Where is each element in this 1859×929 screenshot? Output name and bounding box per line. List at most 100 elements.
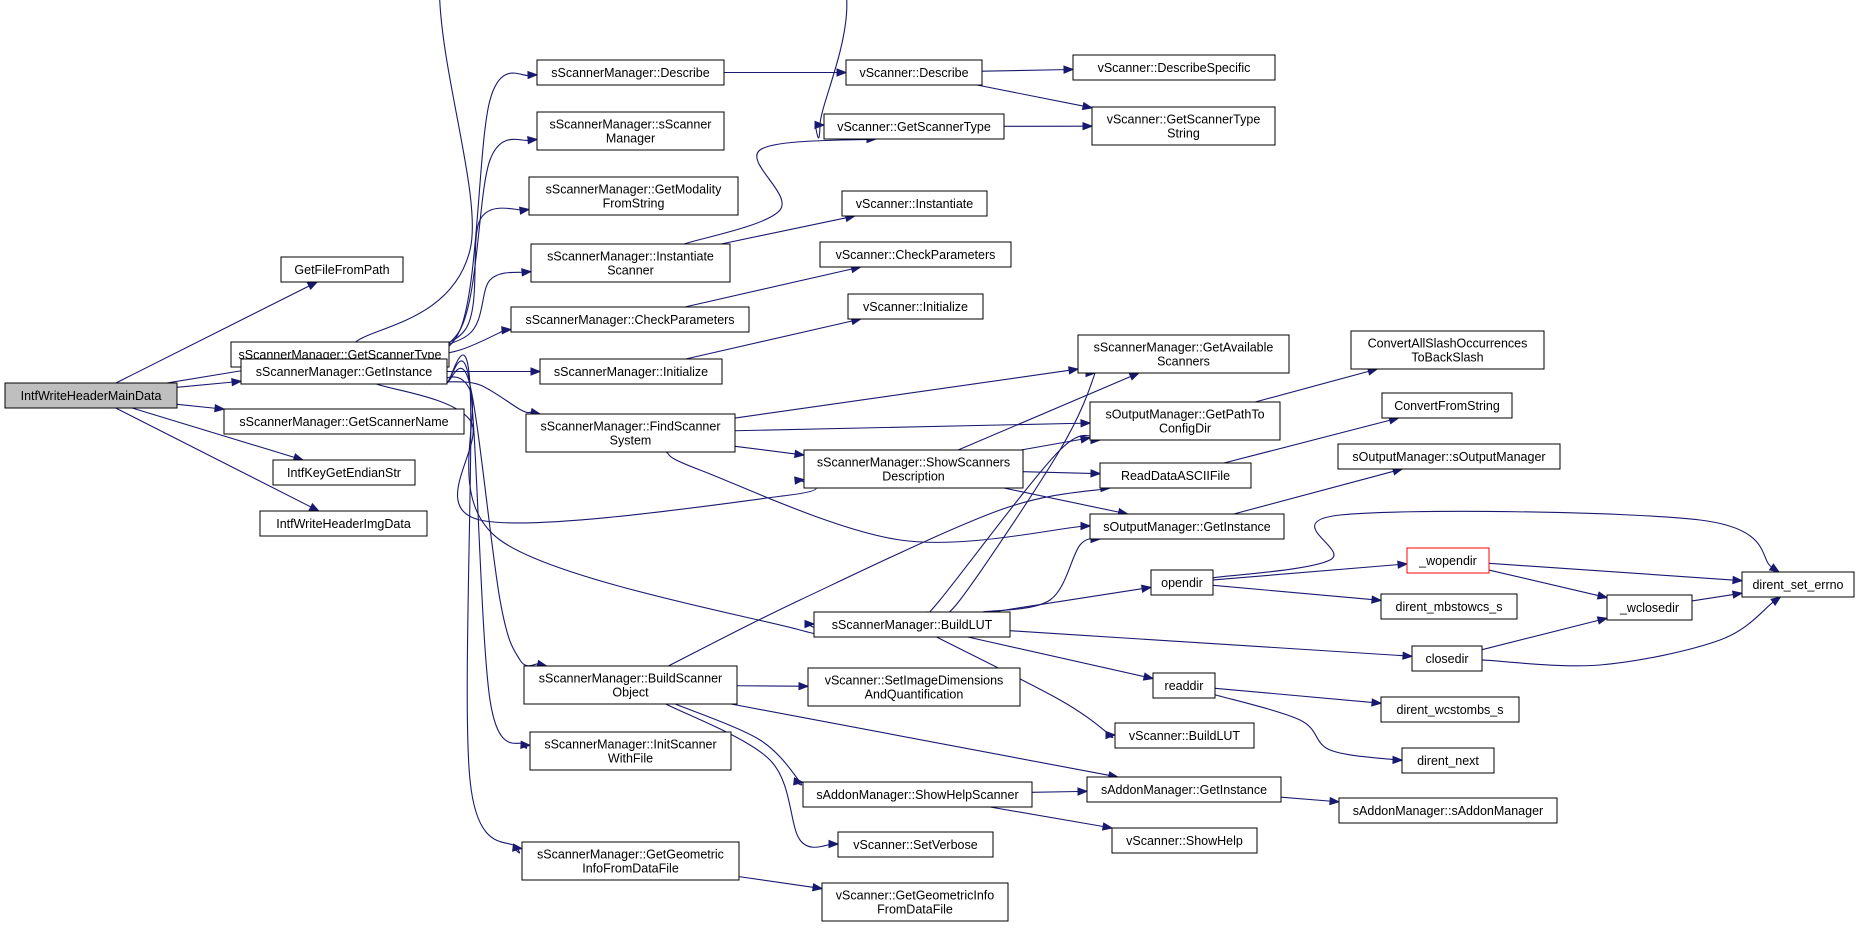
- node-om-soutputmanager[interactable]: sOutputManager::sOutputManager: [1337, 443, 1561, 470]
- node-sm-getscannername[interactable]: sScannerManager::GetScannerName: [223, 408, 465, 435]
- edge-sm_buildscannerobject-to-am_showhelpscanner: [675, 703, 805, 786]
- arrowhead-icon: [1371, 595, 1383, 604]
- edge-sm_findscannersystem-to-sm_getavailablescanners: [734, 366, 1080, 419]
- node-label: sScannerManager::FindScanner: [541, 420, 721, 434]
- node-am-saddonmanager[interactable]: sAddonManager::sAddonManager: [1338, 797, 1558, 824]
- arrowhead-icon: [1371, 698, 1383, 707]
- arrowhead-icon: [1080, 521, 1092, 531]
- node-intfkeygetendianstr[interactable]: IntfKeyGetEndianStr: [272, 459, 416, 486]
- edge-sm_showscannersdescription-to-om_getpathtoconfigdir: [1020, 435, 1092, 451]
- arrowhead-icon: [1067, 366, 1080, 375]
- node-sm-sscannermanager[interactable]: sScannerManager::sScannerManager: [536, 111, 725, 151]
- node-label: sScannerManager::sScanner: [550, 118, 712, 132]
- node-getfilefrompath[interactable]: GetFileFromPath: [280, 256, 404, 283]
- node-label: sAddonManager::sAddonManager: [1353, 804, 1543, 818]
- node-om-getinstance[interactable]: sOutputManager::GetInstance: [1089, 513, 1285, 540]
- arrowhead-icon: [1101, 822, 1114, 831]
- node-readdir[interactable]: readdir: [1152, 672, 1216, 699]
- node-label: InfoFromDataFile: [582, 862, 679, 876]
- node-label: vScanner::GetScannerType: [837, 120, 991, 134]
- edge-wopendir-to-wclosedir: [1488, 569, 1609, 600]
- node-intfwriteheaderimgdata[interactable]: IntfWriteHeaderImgData: [259, 510, 428, 537]
- arrowhead-icon: [527, 136, 539, 145]
- node-vs-checkparameters[interactable]: vScanner::CheckParameters: [819, 241, 1012, 268]
- arrowhead-icon: [520, 740, 532, 749]
- node-vs-showhelp[interactable]: vScanner::ShowHelp: [1111, 827, 1258, 854]
- node-label: IntfKeyGetEndianStr: [287, 466, 401, 480]
- arrowhead-icon: [793, 777, 805, 786]
- node-wopendir[interactable]: _wopendir: [1406, 547, 1490, 574]
- edge-vs_describe-to-vs_describespecific: [981, 65, 1075, 74]
- node-dirent-mbstowcs-s[interactable]: dirent_mbstowcs_s: [1380, 593, 1518, 620]
- node-convertfromstring[interactable]: ConvertFromString: [1381, 392, 1513, 419]
- edge-sm_buildlut-to-om_getinstance: [982, 534, 1102, 613]
- node-wclosedir[interactable]: _wclosedir: [1606, 594, 1693, 621]
- arrowhead-icon: [231, 377, 243, 387]
- edge-sm_buildlut-to-readdir: [967, 636, 1155, 681]
- node-dirent-set-errno[interactable]: dirent_set_errno: [1741, 571, 1855, 598]
- node-sm-getinstance[interactable]: sScannerManager::GetInstance: [240, 358, 448, 385]
- node-sm-buildlut[interactable]: sScannerManager::BuildLUT: [813, 611, 1011, 638]
- node-dirent-next[interactable]: dirent_next: [1401, 747, 1495, 774]
- edge-sm_getinstance-to-sm_getgeometricinfofromdatafile: [446, 354, 524, 854]
- node-label: ToBackSlash: [1411, 351, 1483, 365]
- node-label: sScannerManager::GetModality: [546, 183, 723, 197]
- arrowhead-icon: [814, 120, 826, 130]
- node-vs-initialize[interactable]: vScanner::Initialize: [847, 293, 984, 320]
- node-sm-getgeometricinfofromdatafile[interactable]: sScannerManager::GetGeometricInfoFromDat…: [521, 841, 740, 881]
- arrowhead-icon: [1081, 101, 1094, 111]
- arrowhead-icon: [1142, 672, 1155, 681]
- node-sm-describe[interactable]: sScannerManager::Describe: [536, 59, 725, 86]
- node-vs-getscannertype[interactable]: vScanner::GetScannerType: [823, 113, 1005, 140]
- arrowhead-icon: [1731, 590, 1744, 599]
- arrowhead-icon: [527, 70, 539, 80]
- edge-sm_findscannersystem-to-om_getpathtoconfigdir: [734, 419, 1092, 432]
- node-am-getinstance[interactable]: sAddonManager::GetInstance: [1086, 776, 1282, 803]
- edge-sm_getinstance-to-sm_showscannersdescription: [376, 383, 817, 524]
- edge-sm_instantiatescanner-to-vs_instantiate: [721, 213, 857, 245]
- node-sm-checkparameters[interactable]: sScannerManager::CheckParameters: [510, 306, 750, 333]
- node-dirent-wcstombs-s[interactable]: dirent_wcstombs_s: [1380, 696, 1520, 723]
- node-vs-buildlut[interactable]: vScanner::BuildLUT: [1114, 722, 1255, 749]
- node-root[interactable]: IntfWriteHeaderMainData: [4, 382, 178, 409]
- arrowhead-icon: [1082, 121, 1094, 131]
- edge-opendir-to-dirent_mbstowcs_s: [1212, 584, 1383, 604]
- node-label: FromDataFile: [877, 903, 953, 917]
- edge-vs_describe-to-vs_getscannertypestring: [976, 84, 1094, 111]
- arrowhead-icon: [1140, 584, 1153, 593]
- node-readdataasciifile[interactable]: ReadDataASCIIFile: [1099, 462, 1252, 489]
- arrowhead-icon: [828, 839, 840, 849]
- node-label: vScanner::SetImageDimensions: [825, 674, 1004, 688]
- node-vs-instantiate[interactable]: vScanner::Instantiate: [841, 190, 988, 217]
- node-vs-setverbose[interactable]: vScanner::SetVerbose: [837, 831, 994, 858]
- node-label: IntfWriteHeaderImgData: [276, 517, 411, 531]
- node-label: sScannerManager::BuildLUT: [832, 618, 993, 632]
- node-label: vScanner::GetScannerType: [1107, 113, 1261, 127]
- arrowhead-icon: [530, 367, 542, 376]
- edge-sm_buildscannerobject-to-vs_setimagedimensions: [736, 681, 810, 691]
- node-vs-describe[interactable]: vScanner::Describe: [845, 59, 983, 86]
- node-vs-setimagedimensions[interactable]: vScanner::SetImageDimensionsAndQuantific…: [807, 667, 1021, 707]
- node-label: ConfigDir: [1159, 422, 1211, 436]
- node-label: ReadDataASCIIFile: [1121, 469, 1230, 483]
- node-closedir[interactable]: closedir: [1411, 645, 1483, 672]
- node-am-showhelpscanner[interactable]: sAddonManager::ShowHelpScanner: [802, 781, 1033, 808]
- node-sm-initialize[interactable]: sScannerManager::Initialize: [539, 358, 723, 385]
- node-label: sScannerManager::CheckParameters: [525, 313, 734, 327]
- node-vs-describespecific[interactable]: vScanner::DescribeSpecific: [1072, 54, 1276, 81]
- node-opendir[interactable]: opendir: [1150, 569, 1214, 596]
- node-label: vScanner::BuildLUT: [1129, 729, 1241, 743]
- arrowhead-icon: [214, 403, 226, 413]
